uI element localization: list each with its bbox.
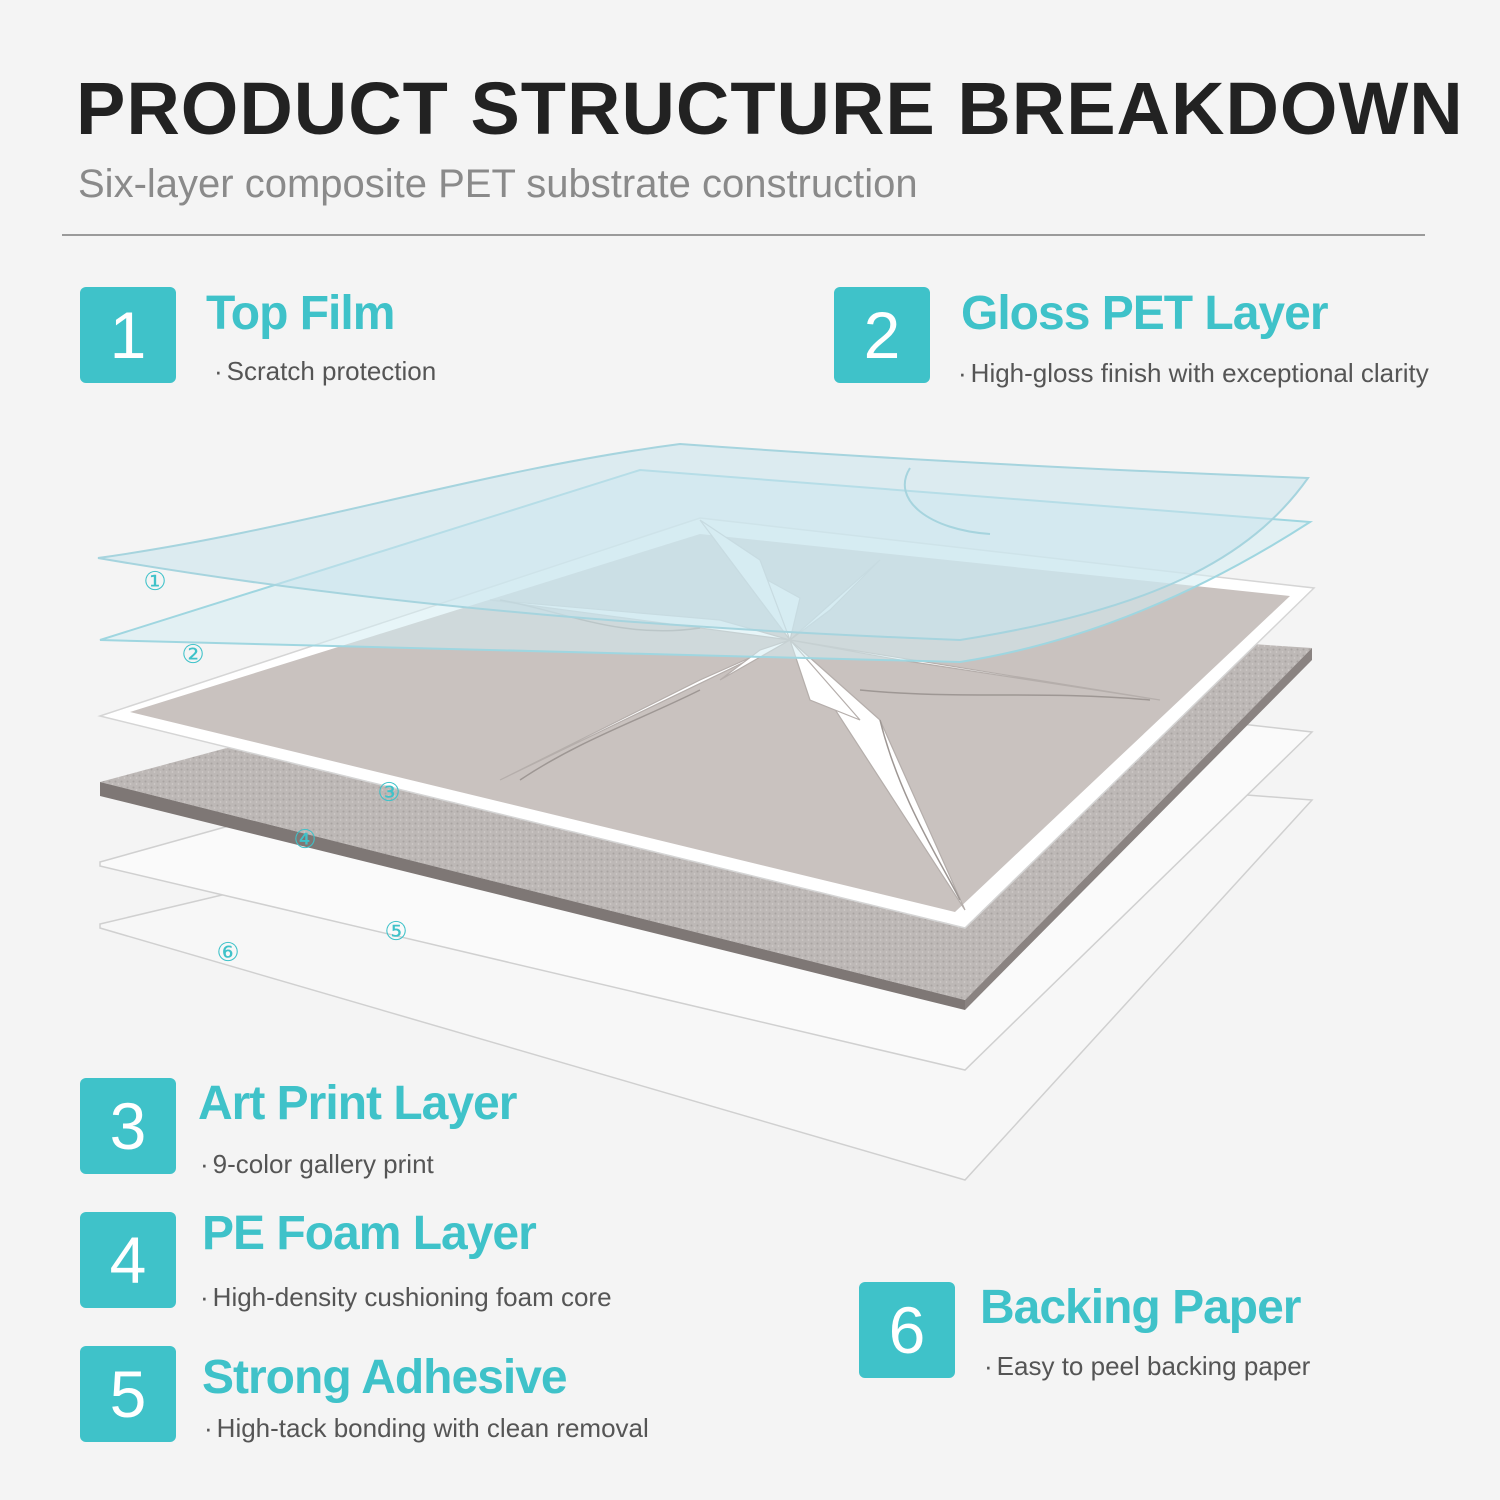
layer-3-badge: 3 (80, 1078, 176, 1174)
layer-6-description: Easy to peel backing paper (984, 1351, 1311, 1382)
layer-2-badge: 2 (834, 287, 930, 383)
layer-1-name: Top Film (206, 287, 395, 340)
layer-6-name: Backing Paper (980, 1281, 1301, 1334)
layer-1-description: Scratch protection (214, 356, 437, 387)
layer-6-badge: 6 (859, 1282, 955, 1378)
layer-1-badge: 1 (80, 287, 176, 383)
layer-5-badge: 5 (80, 1346, 176, 1442)
marker-3: ③ (377, 778, 400, 808)
layer-2-description: High-gloss finish with exceptional clari… (958, 358, 1429, 389)
page-subtitle: Six-layer composite PET substrate constr… (78, 162, 918, 206)
marker-1: ① (143, 567, 166, 597)
layer-5-name: Strong Adhesive (202, 1351, 568, 1404)
layer-3-name: Art Print Layer (198, 1077, 517, 1130)
layer-4-badge: 4 (80, 1212, 176, 1308)
marker-2: ② (181, 640, 204, 670)
layer-3-description: 9-color gallery print (200, 1149, 434, 1180)
top-film-sheet (97, 442, 1310, 642)
marker-5: ⑤ (384, 917, 407, 947)
marker-6: ⑥ (216, 938, 239, 968)
marker-4: ④ (293, 825, 316, 855)
layer-4-description: High-density cushioning foam core (200, 1282, 612, 1313)
layer-4-name: PE Foam Layer (202, 1207, 537, 1260)
layer-2-name: Gloss PET Layer (961, 287, 1328, 340)
layer-5-description: High-tack bonding with clean removal (204, 1413, 649, 1444)
header-divider (62, 234, 1425, 236)
page-title: PRODUCT STRUCTURE BREAKDOWN (76, 67, 1464, 150)
